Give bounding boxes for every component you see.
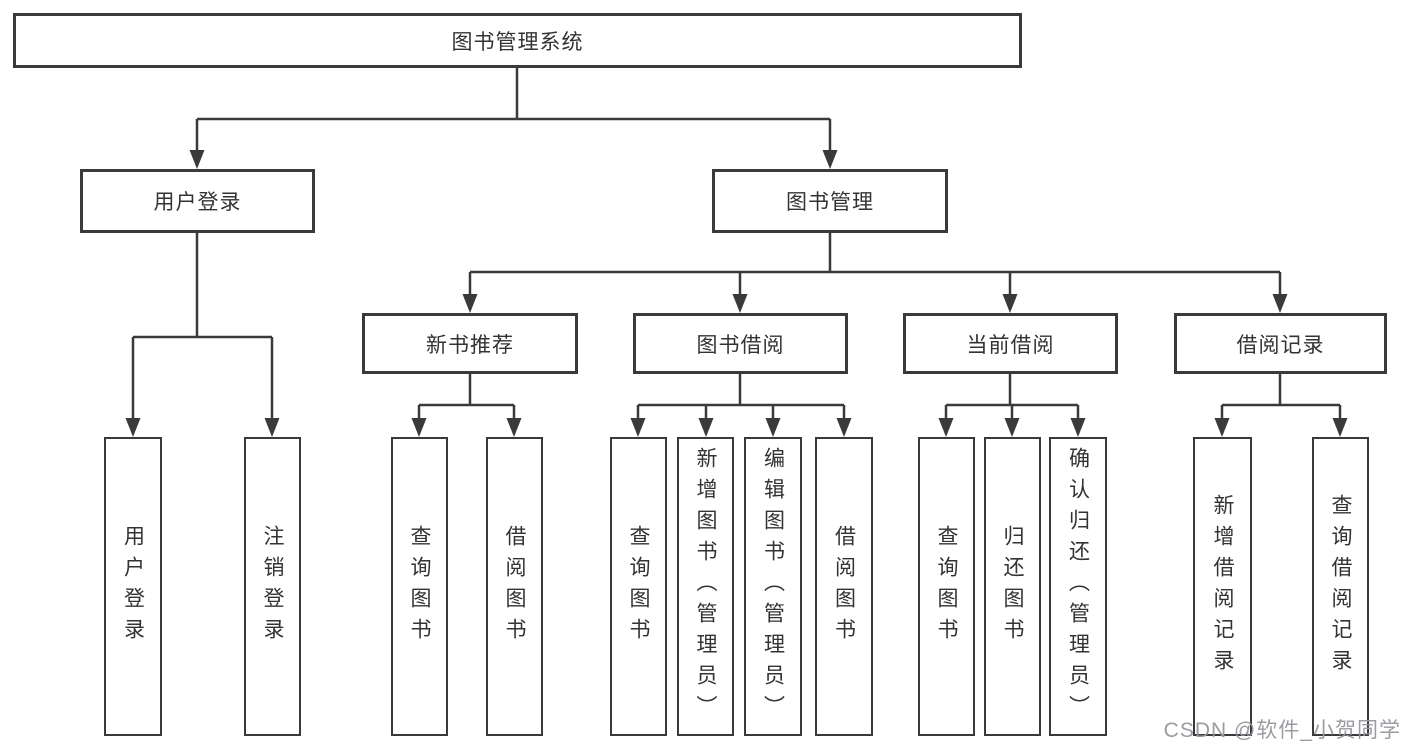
node-new-book-recommendation: 新书推荐 [362,313,578,374]
node-label: 图书管理 [786,191,874,214]
leaf-user-login: 用户登录 [104,437,162,736]
node-label: 新增图书（管理员） [694,447,717,726]
node-label: 注销登录 [261,524,284,649]
node-label: 确认归还（管理员） [1066,447,1090,726]
node-label: 借阅记录 [1236,333,1325,357]
leaf-borrow-books-recommend: 借阅图书 [486,437,543,736]
leaf-query-books-current: 查询图书 [918,437,975,736]
node-label: 借阅图书 [832,524,856,649]
node-library-management-system: 图书管理系统 [13,13,1022,68]
node-label: 查询图书 [627,524,650,649]
node-label: 图书管理系统 [451,30,584,54]
node-label: 借阅图书 [503,524,526,649]
node-label: 新增借阅记录 [1211,493,1234,680]
leaf-add-book-admin: 新增图书（管理员） [677,437,734,736]
leaf-return-book: 归还图书 [984,437,1041,736]
leaf-borrow-books: 借阅图书 [815,437,873,736]
node-label: 查询图书 [408,524,431,649]
leaf-edit-book-admin: 编辑图书（管理员） [744,437,802,736]
csdn-watermark: CSDN @软件_小贺同学 [1163,719,1401,742]
node-label: 查询图书 [935,524,958,649]
node-book-management: 图书管理 [712,169,948,233]
leaf-add-borrow-record: 新增借阅记录 [1193,437,1252,736]
node-label: 当前借阅 [966,333,1055,357]
leaf-query-books-borrow: 查询图书 [610,437,667,736]
leaf-query-borrow-record: 查询借阅记录 [1312,437,1369,736]
node-label: 查询借阅记录 [1329,493,1352,680]
leaf-query-books-recommend: 查询图书 [391,437,448,736]
node-label: 用户登录 [153,191,242,214]
node-user-login: 用户登录 [80,169,315,233]
node-book-borrowing: 图书借阅 [633,313,848,374]
leaf-logout: 注销登录 [244,437,301,736]
node-borrowing-records: 借阅记录 [1174,313,1387,374]
node-label: 新书推荐 [426,333,514,357]
node-label: 归还图书 [1001,524,1024,649]
node-label: 用户登录 [121,524,145,649]
leaf-confirm-return-admin: 确认归还（管理员） [1049,437,1107,736]
node-current-borrowing: 当前借阅 [903,313,1118,374]
node-label: 图书借阅 [696,333,785,357]
node-label: 编辑图书（管理员） [761,447,785,726]
